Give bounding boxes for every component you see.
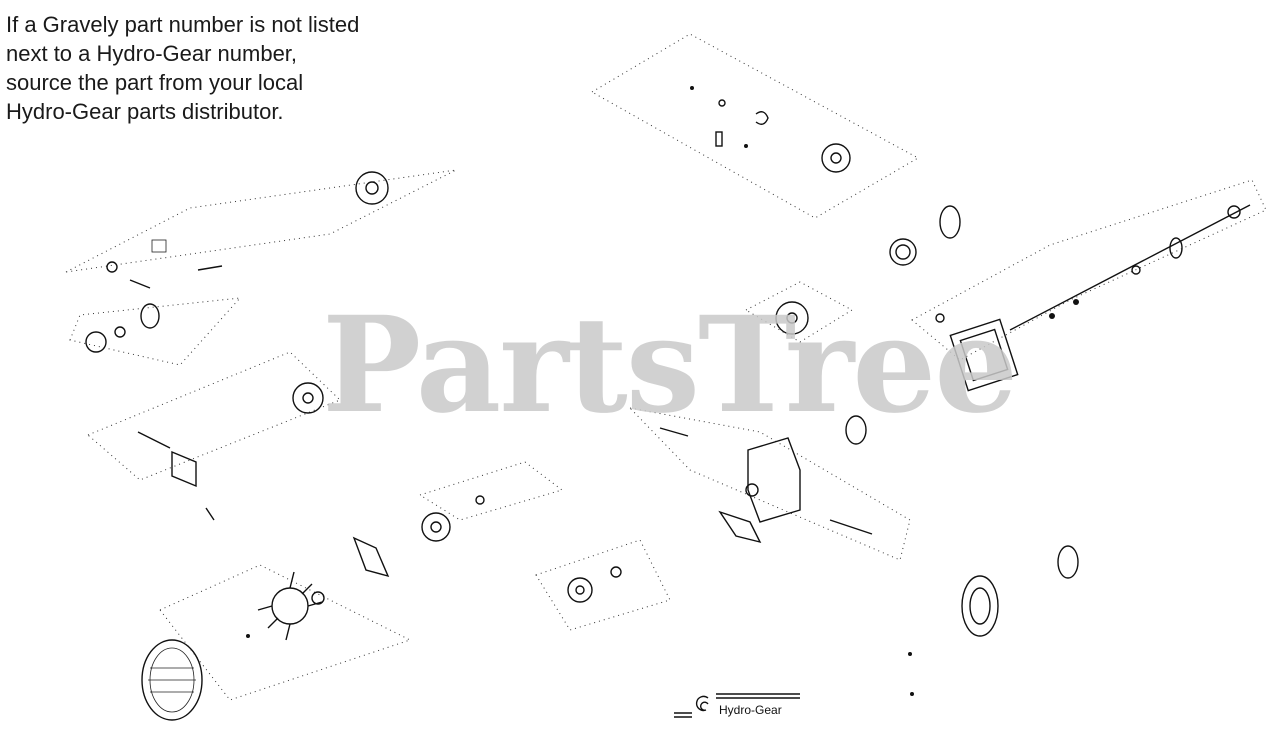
note-line-1: If a Gravely part number is not listed [6,12,360,37]
note-line-3: source the part from your local [6,70,304,95]
partstree-watermark: PartsTree [322,288,1018,443]
hydro-gear-brand-text: Hydro-Gear [719,703,782,717]
note-line-4: Hydro-Gear parts distributor. [6,99,284,124]
note-line-2: next to a Hydro-Gear number, [6,41,298,66]
instruction-note: If a Gravely part number is not listed n… [6,10,359,126]
fan-and-housing [141,571,325,721]
right-axle-assembly [935,204,1251,392]
center-parts [352,301,873,603]
left-shaft-assembly [85,171,389,521]
assembly-guide-lines [65,33,1267,701]
lower-right-parts [908,545,1079,696]
hydro-gear-logo-icon [674,693,800,718]
upper-valve-cluster [690,86,961,266]
